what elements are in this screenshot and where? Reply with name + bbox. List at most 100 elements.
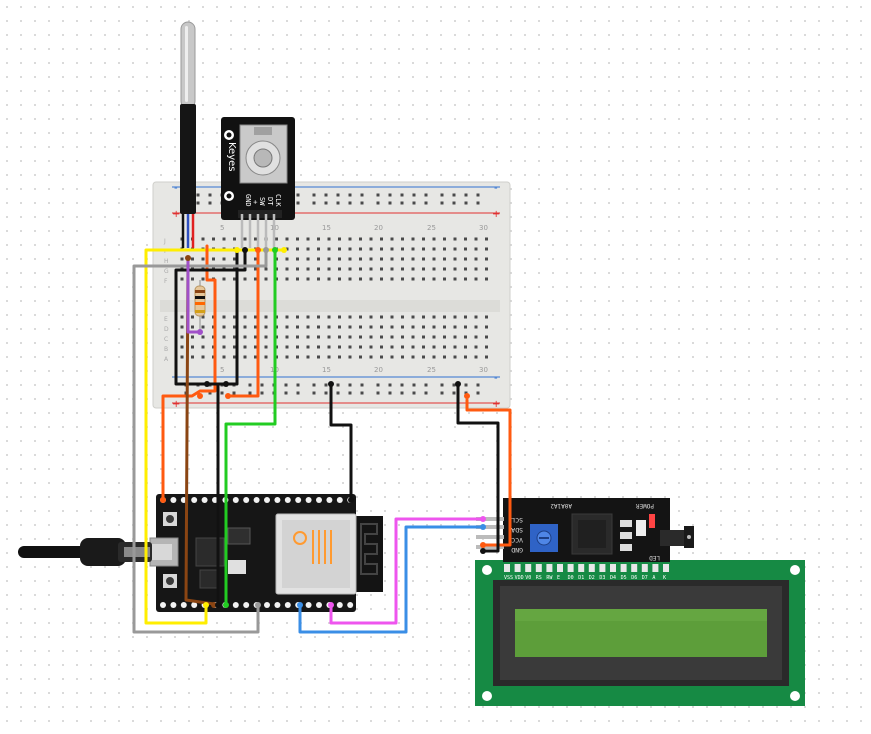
- rail-hole: [360, 193, 364, 197]
- rail-hole: [440, 391, 444, 395]
- breadboard-hole: [390, 237, 394, 241]
- breadboard-hole: [254, 267, 257, 271]
- lcd-pad: [631, 564, 638, 572]
- lcd-pad: [514, 564, 521, 572]
- col-num-top-15: 15: [322, 224, 331, 232]
- breadboard-hole: [453, 277, 457, 281]
- breadboard-hole: [432, 267, 436, 271]
- rail-hole: [296, 193, 300, 197]
- esp32-pin: [170, 497, 177, 503]
- rail-hole: [220, 391, 224, 395]
- wire-purple: [186, 256, 202, 334]
- breadboard-hole: [243, 325, 247, 329]
- lcd-pad: [652, 564, 659, 572]
- breadboard-hole: [317, 355, 320, 359]
- breadboard-hole: [222, 355, 226, 359]
- encoder-pin-label-clk: CLK: [274, 194, 282, 207]
- breadboard-hole: [485, 267, 488, 271]
- breadboard-hole: [296, 355, 299, 359]
- rail-hole: [232, 391, 236, 395]
- breadboard-hole: [411, 315, 415, 319]
- breadboard-hole: [432, 315, 436, 319]
- row-letter-j: J: [163, 238, 166, 245]
- breadboard-hole: [338, 257, 341, 261]
- breadboard-hole: [317, 335, 320, 339]
- breadboard-hole: [317, 247, 320, 251]
- breadboard-hole: [348, 345, 352, 349]
- breadboard-hole: [443, 335, 446, 339]
- wire-gray: [132, 248, 268, 634]
- rail-hole: [412, 391, 416, 395]
- lcd-pad: [525, 564, 532, 572]
- rail-hole: [476, 391, 480, 395]
- breadboard-hole: [348, 267, 352, 271]
- rail-hole: [348, 201, 352, 205]
- encoder-pin-label-gnd: GND: [244, 194, 252, 207]
- wire-black-a: [174, 248, 247, 386]
- breadboard-hole: [485, 237, 488, 241]
- breadboard-hole: [233, 315, 236, 319]
- breadboard-hole: [422, 315, 425, 319]
- wire-endpoints: [160, 247, 486, 608]
- rail-hole: [400, 201, 404, 205]
- esp32-pin: [243, 602, 250, 608]
- breadboard-hole: [306, 237, 310, 241]
- rail-hole: [440, 193, 444, 197]
- breadboard-hole: [359, 335, 362, 339]
- breadboard-hole: [401, 335, 404, 339]
- rail-hole: [208, 193, 212, 197]
- breadboard-hole: [485, 315, 488, 319]
- breadboard-hole: [233, 335, 236, 339]
- breadboard-hole: [464, 315, 467, 319]
- breadboard-hole: [317, 325, 320, 329]
- breadboard-hole: [327, 325, 331, 329]
- breadboard-hole: [222, 315, 226, 319]
- rail-hole: [388, 383, 392, 387]
- rail-hole: [312, 201, 316, 205]
- encoder-pin-label-dt: DT: [266, 197, 274, 206]
- rail-hole: [336, 391, 340, 395]
- breadboard-hole: [443, 355, 446, 359]
- rail-hole: [412, 201, 416, 205]
- breadboard-hole: [485, 325, 488, 329]
- wire-orange-c: [465, 398, 512, 547]
- i2c-address-label: A0A1A2: [550, 502, 572, 509]
- breadboard-hole: [296, 345, 299, 349]
- lcd-pad: [578, 564, 585, 572]
- breadboard-hole: [464, 257, 467, 261]
- row-letter-f: F: [164, 278, 168, 285]
- breadboard-hole: [201, 257, 205, 261]
- rail-hole: [440, 201, 444, 205]
- rail-hole: [360, 391, 364, 395]
- rail-hole: [388, 391, 392, 395]
- breadboard-hole: [474, 247, 478, 251]
- breadboard-hole: [201, 335, 205, 339]
- breadboard-hole: [390, 335, 394, 339]
- breadboard-hole: [306, 315, 310, 319]
- rail-hole: [424, 383, 428, 387]
- breadboard-hole: [474, 315, 478, 319]
- col-num-top-5: 5: [220, 224, 224, 232]
- wire-blue: [298, 525, 485, 634]
- breadboard-hole: [432, 257, 436, 261]
- breadboard-hole: [443, 325, 446, 329]
- breadboard-hole: [411, 237, 415, 241]
- breadboard-hole: [180, 257, 184, 261]
- breadboard-hole: [222, 277, 226, 281]
- breadboard-hole: [306, 345, 310, 349]
- breadboard-hole: [338, 335, 341, 339]
- encoder-pin-label-sw: SW: [258, 197, 266, 206]
- row-letter-e: E: [164, 316, 168, 323]
- breadboard-hole: [485, 335, 488, 339]
- lcd-pin-label: E: [557, 575, 560, 581]
- breadboard-hole: [411, 335, 415, 339]
- col-num-bottom-15: 15: [322, 366, 331, 374]
- i2c-header-pins: [476, 517, 504, 549]
- esp32-pin: [316, 497, 322, 503]
- usb-cable: [18, 538, 152, 566]
- breadboard-hole: [390, 325, 394, 329]
- lcd-pin-label: D5: [621, 575, 627, 581]
- esp32-pin: [305, 497, 312, 503]
